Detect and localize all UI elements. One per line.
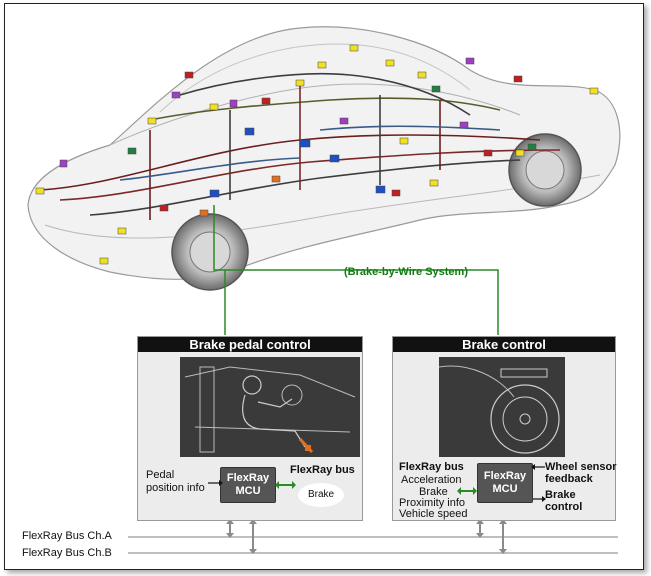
brake-by-wire-links	[213, 205, 499, 335]
car-roof-line	[109, 83, 521, 146]
brake-pedal-heading: Brake pedal control	[138, 337, 362, 352]
bus-label-ch-b: FlexRay Bus Ch.B	[22, 547, 112, 559]
brake-control-panel: Brake control FlexRay bus Acceleration B…	[392, 336, 617, 521]
input-brake: Brake	[419, 486, 448, 498]
flexray-bus-label: FlexRay bus	[290, 464, 355, 476]
input-acceleration: Acceleration	[401, 474, 462, 486]
brake-pedal-panel: Brake pedal control Pedal position info …	[137, 336, 363, 521]
bus-label-ch-a: FlexRay Bus Ch.A	[22, 530, 112, 542]
car-window-line	[159, 43, 471, 113]
wheel-sensor-line2: feedback	[545, 473, 593, 485]
wheel-sensor-line1: Wheel sensor	[545, 461, 617, 473]
brake-wheel-illustration	[439, 357, 565, 457]
flexray-bus-lines	[128, 536, 618, 554]
pedal-label-line2: position info	[146, 482, 205, 494]
ecu-connectors	[35, 44, 599, 265]
brake-control-out-line2: control	[545, 501, 583, 513]
wiring-harness	[39, 72, 561, 220]
brake-panel-arrows	[457, 464, 546, 502]
brake-actuator: Brake	[298, 483, 344, 507]
pedal-panel-arrows	[208, 480, 296, 489]
driver-pedal-illustration	[180, 357, 360, 457]
brake-flexray-mcu: FlexRay MCU	[477, 463, 533, 503]
input-proximity-info: Proximity info	[399, 497, 466, 509]
diagram-title: (Brake-by-Wire System)	[344, 266, 468, 278]
brake-control-out-line1: Brake	[545, 489, 576, 501]
pedal-label-line1: Pedal	[146, 469, 175, 481]
brake-control-heading: Brake control	[393, 337, 615, 352]
brake-flexray-bus-label: FlexRay bus	[399, 461, 464, 473]
input-vehicle-speed: Vehicle speed	[399, 508, 468, 520]
